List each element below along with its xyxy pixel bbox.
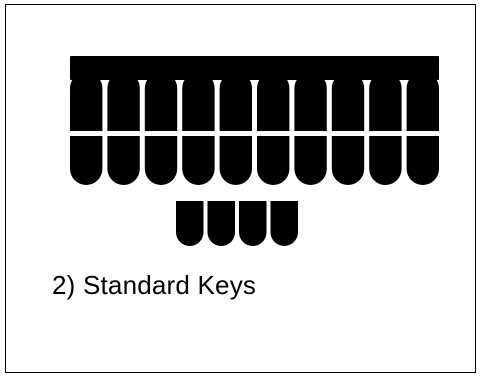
upper-key-top bbox=[107, 72, 139, 131]
upper-key-top bbox=[407, 72, 439, 131]
lower-key-row bbox=[176, 201, 298, 246]
upper-key-top bbox=[257, 72, 289, 131]
lower-key bbox=[208, 201, 236, 246]
upper-key-top bbox=[332, 72, 364, 131]
upper-key-bottom bbox=[369, 136, 401, 185]
upper-key-bottom bbox=[294, 136, 326, 185]
upper-key-row bbox=[70, 72, 439, 185]
upper-key-bottom bbox=[145, 136, 177, 185]
lower-key bbox=[176, 201, 204, 246]
lower-key bbox=[239, 201, 267, 246]
upper-key-top bbox=[220, 72, 252, 131]
upper-key-bottom bbox=[220, 136, 252, 185]
upper-key-bottom bbox=[70, 136, 102, 185]
upper-key-top bbox=[369, 72, 401, 131]
upper-key-top bbox=[182, 72, 214, 131]
lower-key bbox=[271, 201, 299, 246]
upper-key-top bbox=[145, 72, 177, 131]
upper-key-bottom bbox=[257, 136, 289, 185]
upper-key-top bbox=[70, 72, 102, 131]
diagram-caption: 2) Standard Keys bbox=[52, 270, 256, 301]
upper-key-bottom bbox=[332, 136, 364, 185]
upper-key-bottom bbox=[182, 136, 214, 185]
upper-key-bottom bbox=[407, 136, 439, 185]
upper-key-top bbox=[294, 72, 326, 131]
upper-key-bottom bbox=[107, 136, 139, 185]
